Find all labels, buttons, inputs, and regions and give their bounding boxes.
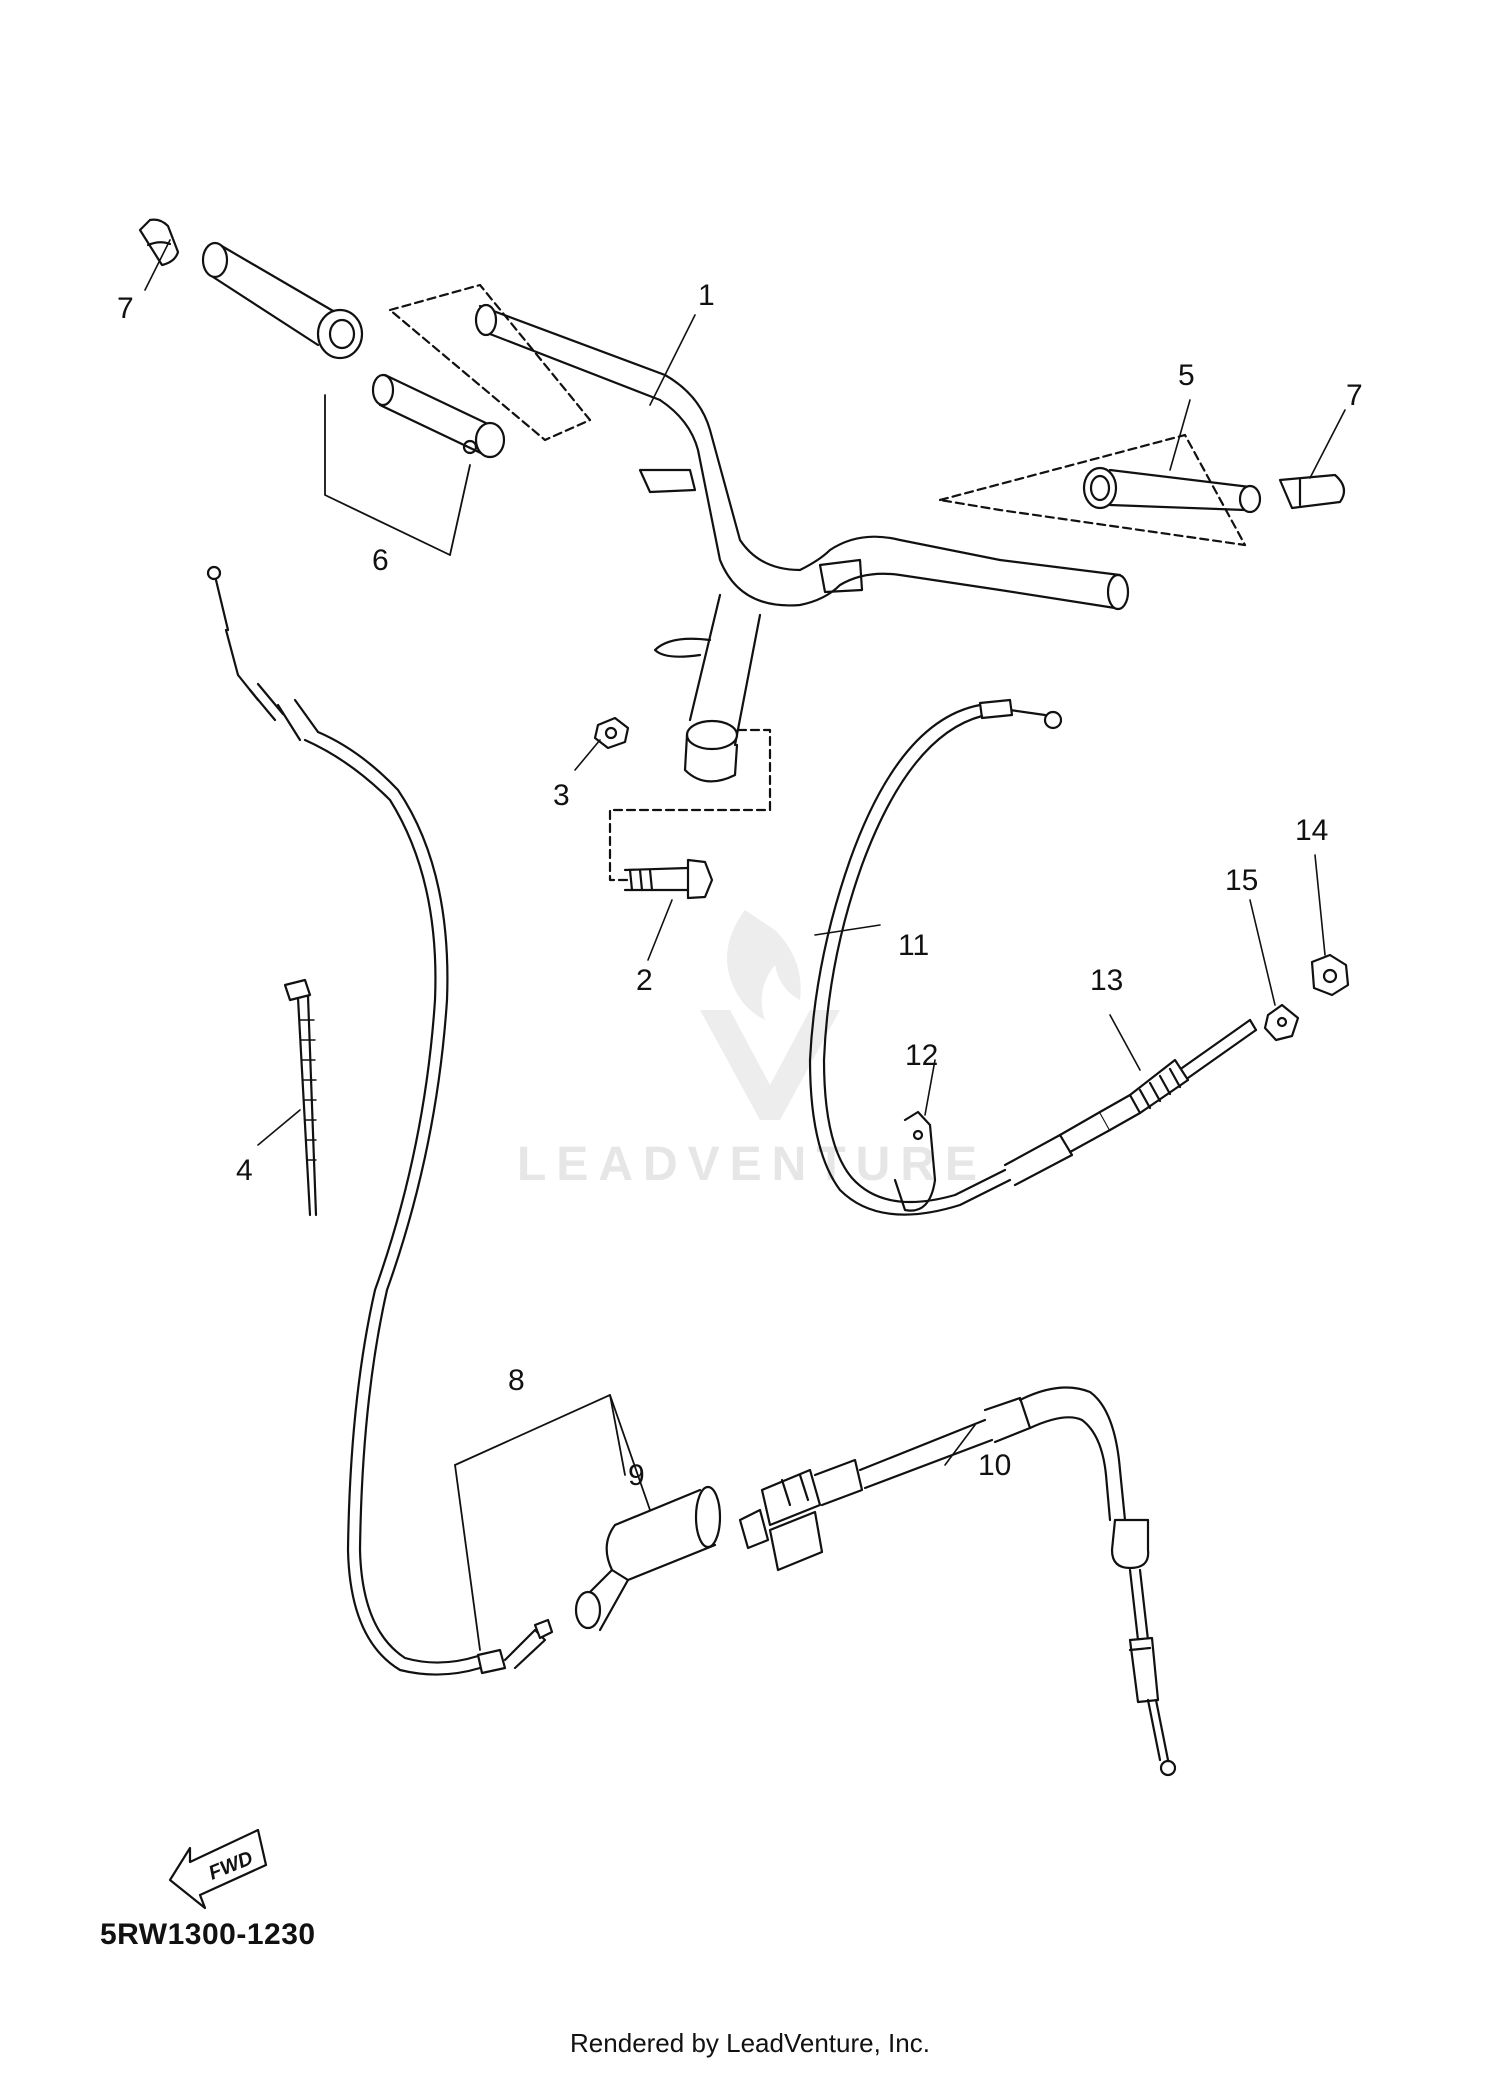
callout-4: 4 — [236, 1154, 253, 1187]
callout-8: 8 — [508, 1364, 525, 1397]
callout-11: 11 — [898, 929, 929, 962]
left-grip-assembly — [138, 218, 592, 556]
callout-9: 9 — [628, 1459, 645, 1492]
watermark-text: LEADVENTURE — [517, 1138, 987, 1191]
throttle-cable — [206, 565, 651, 1676]
fwd-arrow — [168, 1828, 268, 1910]
callout-13: 13 — [1090, 964, 1123, 997]
callout-7-right: 7 — [1346, 379, 1363, 412]
callout-10: 10 — [978, 1449, 1011, 1482]
callout-6: 6 — [372, 544, 389, 577]
callout-7-left: 7 — [117, 292, 134, 325]
watermark-logo — [700, 910, 840, 1120]
nut-and-bolt — [593, 716, 714, 900]
callout-14: 14 — [1295, 814, 1328, 847]
handlebar — [474, 303, 1130, 882]
diagram-part-code: 5RW1300-1230 — [100, 1918, 316, 1951]
brake-cable — [808, 698, 1350, 1216]
callout-1: 1 — [698, 279, 715, 312]
callout-5: 5 — [1178, 359, 1195, 392]
leader-lines — [144, 239, 1346, 1466]
callout-2: 2 — [636, 964, 653, 997]
callout-3: 3 — [553, 779, 570, 812]
cable-junction — [574, 1485, 722, 1632]
callout-12: 12 — [905, 1039, 938, 1072]
render-credit: Rendered by LeadVenture, Inc. — [570, 2028, 930, 2058]
right-grip-assembly — [938, 433, 1346, 547]
callout-15: 15 — [1225, 864, 1258, 897]
cable-tie — [283, 978, 318, 1217]
cable-splitter — [738, 1386, 1177, 1777]
callout-labels: 1 2 3 4 5 6 7 7 8 9 10 11 12 13 14 15 — [117, 279, 1363, 1492]
